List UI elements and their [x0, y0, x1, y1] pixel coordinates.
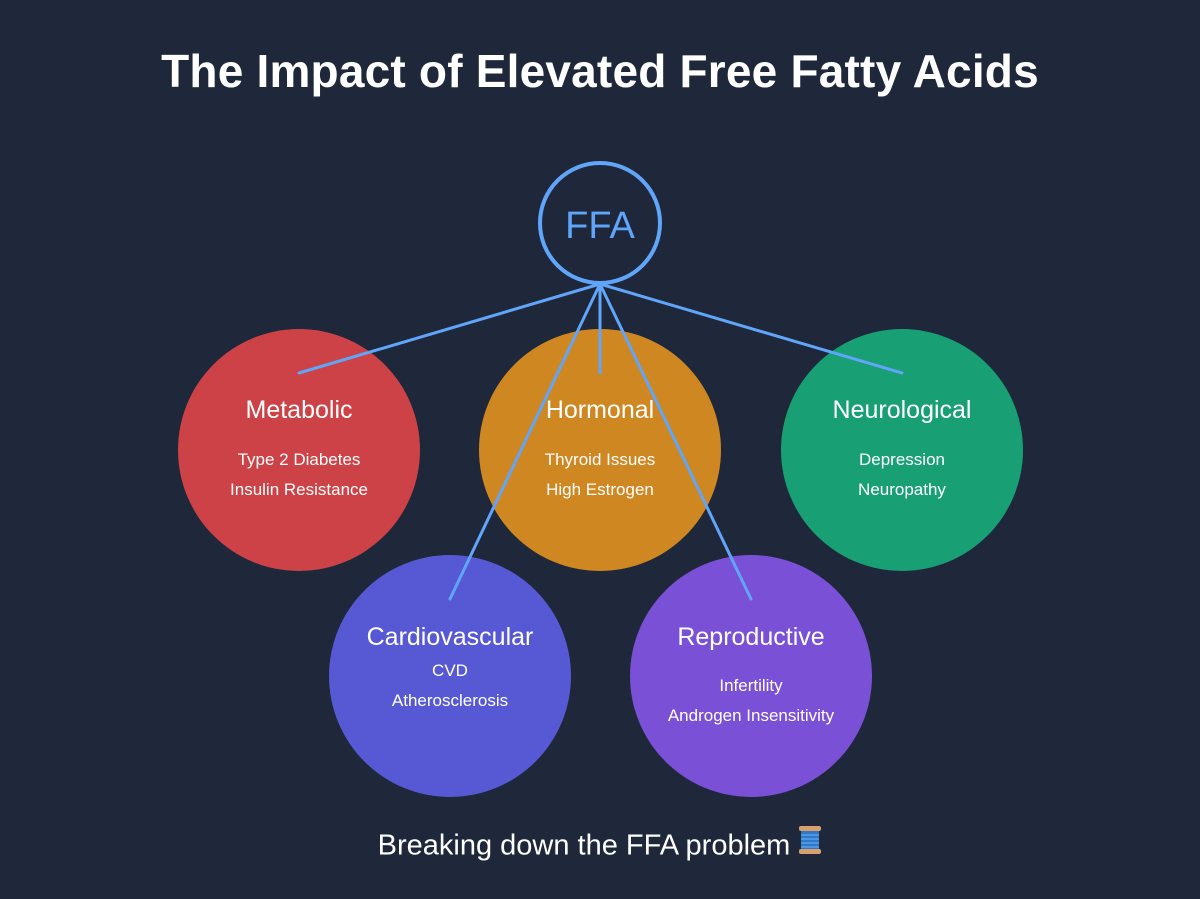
category-label-reproductive: Reproductive	[677, 623, 824, 651]
page-title: The Impact of Elevated Free Fatty Acids	[161, 45, 1039, 97]
category-item-cardiovascular-2: Atherosclerosis	[392, 691, 508, 710]
category-label-neurological: Neurological	[833, 396, 972, 424]
connector-cardiovascular	[448, 282, 602, 601]
connectors	[297, 282, 904, 601]
category-item-cardiovascular-1: CVD	[432, 661, 468, 680]
caption: Breaking down the FFA problem	[0, 825, 1200, 866]
ffa-hub: FFA	[538, 161, 662, 285]
category-label-cardiovascular: Cardiovascular	[367, 623, 534, 651]
circle-cardiovascular	[329, 555, 571, 797]
thread-spool-icon	[798, 825, 822, 863]
category-item-neurological-1: Depression	[859, 450, 945, 469]
category-reproductive: Reproductive Infertility Androgen Insens…	[630, 555, 872, 797]
category-item-reproductive-1: Infertility	[719, 676, 783, 695]
category-label-metabolic: Metabolic	[246, 396, 353, 424]
category-item-hormonal-2: High Estrogen	[546, 480, 654, 499]
category-hormonal: Hormonal Thyroid Issues High Estrogen	[479, 329, 721, 571]
category-label-hormonal: Hormonal	[546, 396, 654, 424]
circle-hormonal	[479, 329, 721, 571]
circle-reproductive	[630, 555, 872, 797]
connector-reproductive	[598, 282, 753, 601]
category-metabolic: Metabolic Type 2 Diabetes Insulin Resist…	[178, 329, 420, 571]
category-item-metabolic-1: Type 2 Diabetes	[238, 450, 361, 469]
category-item-hormonal-1: Thyroid Issues	[545, 450, 656, 469]
caption-text: Breaking down the FFA problem	[377, 829, 791, 862]
circle-neurological	[781, 329, 1023, 571]
category-item-reproductive-2: Androgen Insensitivity	[668, 706, 835, 725]
category-neurological: Neurological Depression Neuropathy	[781, 329, 1023, 571]
ffa-hub-circle	[538, 161, 662, 285]
connector-metabolic	[297, 282, 602, 375]
category-item-metabolic-2: Insulin Resistance	[230, 480, 368, 499]
ffa-hub-label: FFA	[565, 205, 635, 247]
circle-metabolic	[178, 329, 420, 571]
connector-neurological	[598, 282, 904, 375]
category-cardiovascular: Cardiovascular CVD Atherosclerosis	[329, 555, 571, 797]
category-item-neurological-2: Neuropathy	[858, 480, 946, 499]
